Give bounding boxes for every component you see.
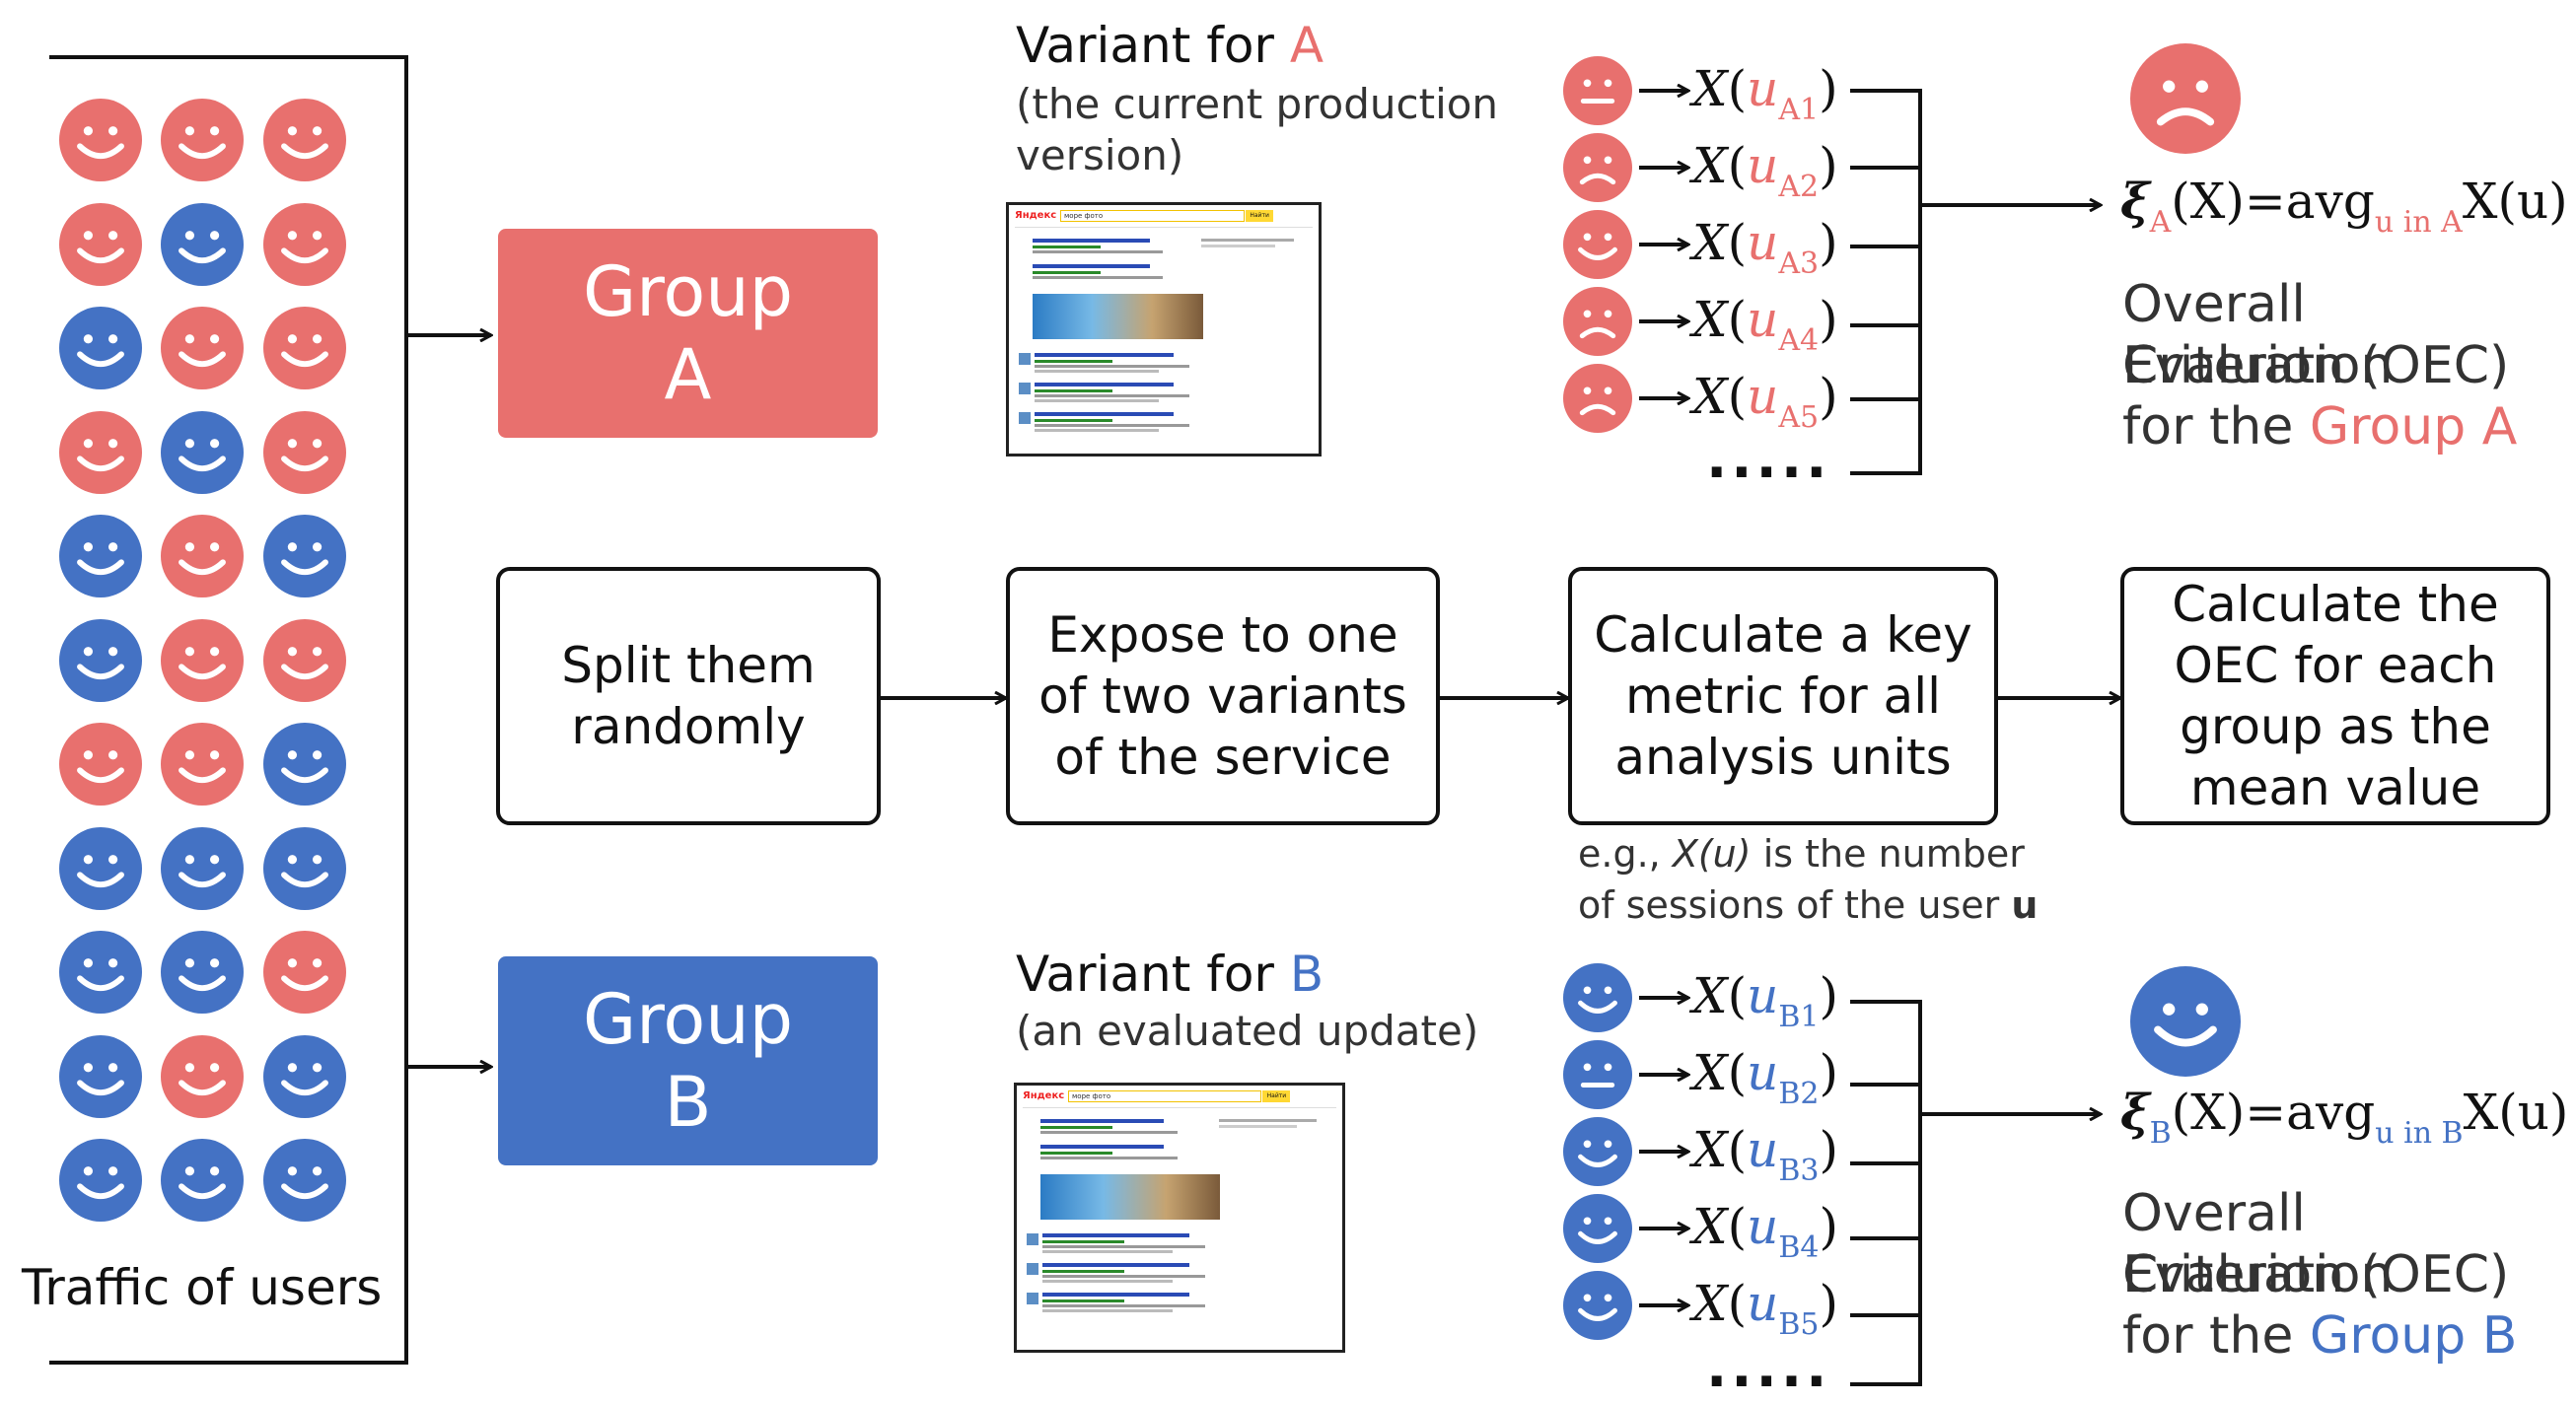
- oec-b-happy-face-icon: [2130, 966, 2241, 1081]
- bracket-a: [1850, 89, 1922, 475]
- unit-metric-label: X(uB1): [1692, 967, 1838, 1034]
- user-face-icon: [263, 99, 346, 185]
- step-metric: Calculate a key metric for all analysis …: [1568, 567, 1998, 825]
- step-expose: Expose to one of two variants of the ser…: [1006, 567, 1440, 825]
- user-face-icon: [263, 723, 346, 809]
- variant-b-title: Variant for B: [1016, 946, 1324, 1003]
- unit-metric-label: X(uA4): [1692, 291, 1838, 358]
- search-query: море фото: [1060, 210, 1246, 222]
- group-b-box: Group B: [498, 956, 878, 1165]
- unit-metric-label: X(uA2): [1692, 137, 1838, 204]
- user-face-icon: [59, 410, 142, 498]
- traffic-label: Traffic of users: [22, 1259, 383, 1316]
- oec-b-line1: Overall Evaluation: [2122, 1184, 2394, 1304]
- user-face-icon: [161, 307, 244, 393]
- group-b-line2: B: [664, 1062, 712, 1143]
- oec-a-sad-face-icon: [2130, 43, 2241, 158]
- group-a-line1: Group: [582, 251, 794, 332]
- user-face-icon: [59, 515, 142, 601]
- user-face-icon: [161, 826, 244, 914]
- user-face-icon: [59, 723, 142, 809]
- user-face-icon: [263, 1034, 346, 1122]
- unit-metric-label: X(uB3): [1692, 1121, 1838, 1188]
- variant-b-line2: (an evaluated update): [1016, 1007, 1479, 1055]
- user-face-icon: [59, 1139, 142, 1226]
- user-face-icon: [161, 618, 244, 706]
- happy-face-icon: [1563, 1194, 1632, 1267]
- oec-a-line2: Criterion (OEC): [2122, 336, 2510, 395]
- metric-note-line2: of sessions of the user u: [1578, 883, 2039, 927]
- user-face-icon: [263, 931, 346, 1018]
- user-face-icon: [263, 307, 346, 393]
- user-face-icon: [263, 515, 346, 601]
- oec-a-formula: ξA(X)=avgu in AX(u): [2120, 172, 2568, 240]
- sad-face-icon: [1563, 133, 1632, 206]
- oec-b-line3: for the Group B: [2122, 1306, 2518, 1366]
- user-face-icon: [263, 826, 346, 914]
- step-oec: Calculate the OEC for each group as the …: [2120, 567, 2550, 825]
- search-query: море фото: [1068, 1090, 1262, 1102]
- user-face-icon: [161, 723, 244, 809]
- unit-metric-label: X(uA1): [1692, 60, 1838, 127]
- units-a-ellipsis: .....: [1706, 427, 1831, 491]
- search-brand: Яндекс: [1015, 210, 1057, 221]
- sad-face-icon: [1563, 364, 1632, 437]
- user-face-icon: [161, 931, 244, 1018]
- user-face-icon: [161, 1139, 244, 1226]
- oec-a-line3: for the Group A: [2122, 397, 2518, 456]
- unit-metric-label: X(uA5): [1692, 368, 1838, 435]
- metric-note-line1: e.g., X(u) is the number: [1578, 832, 2025, 876]
- neutral-face-icon: [1563, 56, 1632, 129]
- user-face-icon: [161, 202, 244, 290]
- oec-b-formula: ξB(X)=avgu in BX(u): [2120, 1083, 2569, 1151]
- unit-metric-label: X(uB2): [1692, 1044, 1838, 1111]
- oec-a-line1: Overall Evaluation: [2122, 275, 2394, 395]
- image-strip: [1040, 1174, 1220, 1220]
- traffic-bracket: [49, 55, 408, 1365]
- user-face-icon: [59, 307, 142, 393]
- search-button: Найти: [1262, 1090, 1291, 1102]
- group-b-line1: Group: [582, 979, 794, 1060]
- step-split: Split them randomly: [496, 567, 881, 825]
- variant-a-line3: version): [1016, 131, 1184, 179]
- user-face-icon: [59, 202, 142, 290]
- user-face-icon: [59, 826, 142, 914]
- group-a-box: Group A: [498, 229, 878, 438]
- unit-metric-label: X(uB4): [1692, 1198, 1838, 1265]
- search-brand: Яндекс: [1023, 1090, 1065, 1101]
- happy-face-icon: [1563, 1117, 1632, 1190]
- user-face-icon: [59, 1034, 142, 1122]
- unit-arrows: [1639, 91, 1688, 1305]
- user-face-icon: [263, 618, 346, 706]
- variant-a-line2: (the current production: [1016, 80, 1499, 128]
- user-face-icon: [263, 1139, 346, 1226]
- user-face-icon: [263, 410, 346, 498]
- user-face-icon: [161, 1034, 244, 1122]
- user-face-icon: [59, 618, 142, 706]
- bracket-b: [1850, 1000, 1922, 1386]
- user-face-icon: [161, 410, 244, 498]
- user-face-icon: [161, 515, 244, 601]
- search-button: Найти: [1246, 210, 1274, 222]
- units-b-ellipsis: .....: [1706, 1336, 1831, 1400]
- variant-a-title: Variant for A: [1016, 17, 1324, 74]
- sad-face-icon: [1563, 287, 1632, 360]
- user-face-icon: [263, 202, 346, 290]
- unit-metric-label: X(uA3): [1692, 214, 1838, 281]
- image-strip: [1033, 294, 1203, 339]
- group-a-line2: A: [664, 334, 712, 415]
- user-face-icon: [59, 931, 142, 1018]
- user-face-icon: [59, 99, 142, 185]
- oec-b-line2: Criterion (OEC): [2122, 1245, 2510, 1304]
- happy-face-icon: [1563, 963, 1632, 1036]
- neutral-face-icon: [1563, 1040, 1632, 1113]
- happy-face-icon: [1563, 210, 1632, 283]
- user-face-icon: [161, 99, 244, 185]
- happy-face-icon: [1563, 1271, 1632, 1344]
- unit-metric-label: X(uB5): [1692, 1275, 1838, 1342]
